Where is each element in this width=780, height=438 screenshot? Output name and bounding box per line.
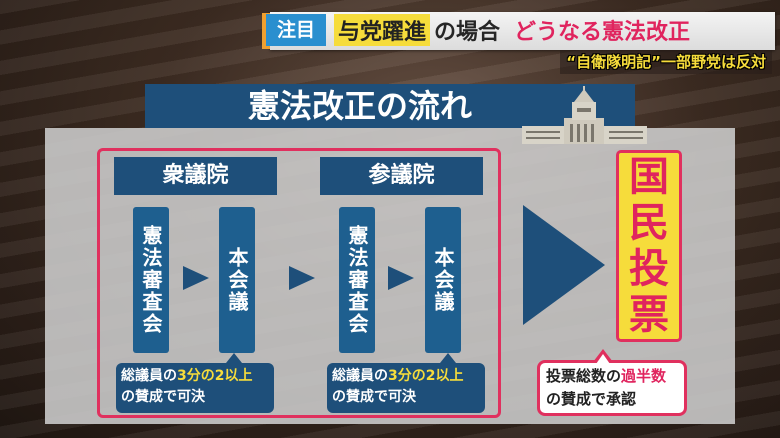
headline-highlight: 与党躍進 xyxy=(334,14,431,46)
requirement-suffix: の賛成で可決 xyxy=(121,389,205,405)
requirement-highlight: 過半数 xyxy=(621,367,667,385)
arrow-right-icon xyxy=(183,266,209,290)
step-label: 本会議 xyxy=(225,247,249,313)
requirement-prefix: 総議員の xyxy=(121,368,177,384)
house-of-councillors-label: 参議院 xyxy=(320,157,483,195)
referendum-requirement-callout: 投票総数の過半数 の賛成で承認 xyxy=(537,349,687,416)
house-of-representatives-label: 衆議院 xyxy=(114,157,277,195)
requirement-suffix: の賛成で可決 xyxy=(332,389,416,405)
title-bar: 憲法改正の流れ xyxy=(145,84,635,128)
requirement-prefix: 投票総数の xyxy=(546,367,622,385)
arrow-right-large-icon xyxy=(523,205,605,325)
lower-house-plenary-session: 本会議 xyxy=(219,207,255,353)
national-diet-building-icon xyxy=(522,86,647,144)
headline: 与党躍進 の場合 どうなる憲法改正 xyxy=(334,14,690,46)
referendum-char: 民 xyxy=(629,200,669,246)
step-label: 憲法審査会 xyxy=(345,225,369,335)
subheadline: “自衛隊明記”一部野党は反対 xyxy=(560,50,772,74)
upper-house-plenary-session: 本会議 xyxy=(425,207,461,353)
requirement-suffix: の賛成で承認 xyxy=(546,390,637,408)
headline-topic: どうなる憲法改正 xyxy=(514,20,691,45)
attention-tag: 注目 xyxy=(266,14,326,46)
national-referendum-box: 国 民 投 票 xyxy=(616,150,682,342)
step-label: 本会議 xyxy=(431,247,455,313)
arrow-right-icon xyxy=(289,266,315,290)
upper-house-constitution-committee: 憲法審査会 xyxy=(339,207,375,353)
upper-house-requirement-callout: 総議員の3分の2以上 の賛成で可決 xyxy=(327,353,485,413)
page-title: 憲法改正の流れ xyxy=(247,87,472,125)
arrow-right-icon xyxy=(388,266,414,290)
requirement-prefix: 総議員の xyxy=(332,368,388,384)
referendum-char: 投 xyxy=(629,246,669,292)
headline-mid: の場合 xyxy=(434,20,501,45)
requirement-highlight: 3分の2以上 xyxy=(177,368,253,384)
diet-process-frame xyxy=(97,148,501,418)
step-label: 憲法審査会 xyxy=(139,225,163,335)
lower-house-constitution-committee: 憲法審査会 xyxy=(133,207,169,353)
referendum-char: 国 xyxy=(629,154,669,200)
requirement-highlight: 3分の2以上 xyxy=(388,368,464,384)
lower-house-requirement-callout: 総議員の3分の2以上 の賛成で可決 xyxy=(116,353,274,413)
referendum-char: 票 xyxy=(629,292,669,338)
